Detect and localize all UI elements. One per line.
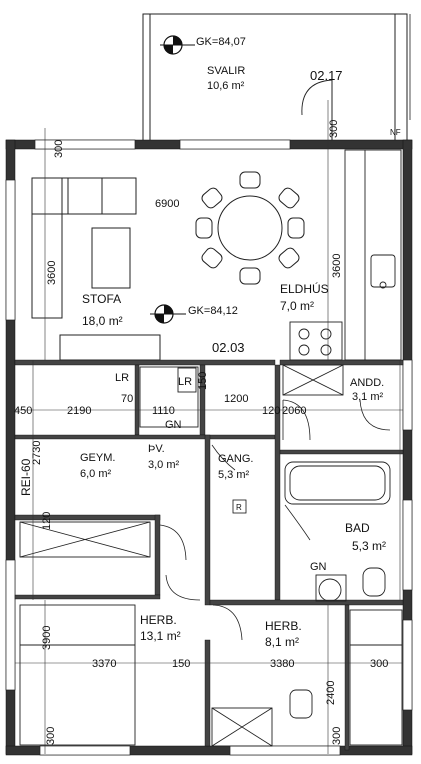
windows [5, 139, 413, 756]
sofa [31, 177, 161, 361]
room-svalir-name: SVALIR [207, 65, 245, 77]
label-lr2: LR [178, 376, 192, 388]
room-stofa-area: 18,0 m² [82, 314, 123, 328]
dim-70: 70 [121, 393, 133, 405]
dim-1200: 1200 [224, 393, 248, 405]
dim-3900: 3900 [41, 626, 53, 650]
room-herb2-area: 8,1 m² [265, 635, 299, 649]
room-herb1-area: 13,1 m² [140, 629, 181, 643]
dimension-lines [15, 100, 403, 754]
dim-3370: 3370 [92, 658, 116, 670]
label-r: R [236, 503, 242, 512]
room-pv-name: ÞV. [148, 443, 165, 455]
dim-2730: 2730 [31, 441, 43, 465]
dining-table [195, 171, 305, 285]
beds [19, 604, 403, 746]
room-gang-name: GANG. [218, 453, 253, 465]
dim-300d: 300 [45, 727, 57, 745]
room-eldhus-area: 7,0 m² [280, 299, 314, 313]
level-top-label: GK=84,07 [196, 36, 246, 48]
door-swings [159, 399, 391, 641]
wardrobes [19, 364, 344, 747]
room-andd-area: 3,1 m² [352, 391, 384, 403]
bathroom-fixtures [284, 461, 391, 719]
dim-1110: 1110 [152, 405, 175, 417]
corner-mark: NF [390, 128, 401, 137]
balcony-outline [142, 13, 408, 140]
dim-2400: 2400 [325, 681, 337, 705]
room-eldhus-name: ELDHÚS [280, 281, 329, 296]
label-gn1: GN [165, 419, 182, 431]
room-stofa-name: STOFA [82, 292, 121, 306]
dim-150a: 150 [197, 372, 209, 390]
room-svalir-area: 10,6 m² [207, 80, 245, 92]
dim-120b: 120 [41, 512, 53, 530]
dim-300b: 300 [53, 140, 65, 158]
room-herb1-name: HERB. [140, 613, 177, 627]
dim-3600b: 3600 [331, 254, 343, 278]
room-gang-area: 5,3 m² [218, 469, 250, 481]
dim-6900: 6900 [155, 198, 179, 210]
unit-apartment: 02.03 [212, 340, 245, 355]
unit-balcony: 02.17 [310, 68, 343, 83]
label-gn2: GN [310, 561, 327, 573]
level-marker-main [150, 304, 186, 324]
level-marker-top [160, 35, 195, 55]
room-bad-area: 5,3 m² [352, 539, 386, 553]
dim-450: 450 [14, 405, 32, 417]
room-herb2-name: HERB. [265, 619, 302, 633]
label-lr1: LR [115, 372, 129, 384]
dim-300e: 300 [331, 727, 343, 745]
wall-rating: REI-60 [19, 458, 33, 496]
level-main-label: GK=84,12 [188, 305, 238, 317]
r-box [232, 499, 247, 514]
dim-3600a: 3600 [46, 261, 58, 285]
dim-2060: 2060 [282, 405, 306, 417]
room-andd-name: ANDD. [350, 377, 384, 389]
dim-300c: 300 [370, 658, 388, 670]
dim-120: 120 [262, 405, 280, 417]
interior-walls [14, 359, 404, 751]
dim-3380: 3380 [270, 658, 294, 670]
room-geym-area: 6,0 m² [80, 468, 112, 480]
kitchen-counter [289, 149, 402, 361]
dim-150b: 150 [172, 658, 190, 670]
dim-2190: 2190 [67, 405, 91, 417]
dim-300a: 300 [328, 120, 340, 138]
room-geym-name: GEYM. [80, 452, 115, 464]
room-pv-area: 3,0 m² [148, 459, 180, 471]
room-bad-name: BAD [345, 521, 370, 535]
